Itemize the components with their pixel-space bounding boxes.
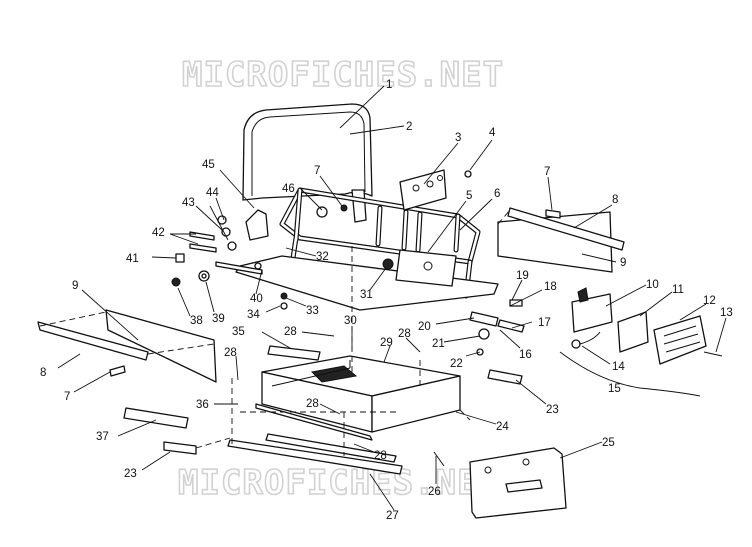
callout-16: 16 <box>519 349 532 361</box>
callout-12: 12 <box>703 295 716 307</box>
callout-28-c: 28 <box>224 347 237 359</box>
callout-28-b: 28 <box>398 328 411 340</box>
callout-14: 14 <box>612 361 625 373</box>
lower-rails <box>123 345 523 475</box>
callout-19: 19 <box>516 270 529 282</box>
callout-17: 17 <box>538 317 551 329</box>
right-side-panel <box>497 207 625 273</box>
callout-9-left: 9 <box>72 280 78 292</box>
tail-light-assembly <box>559 287 723 397</box>
left-side-panel <box>37 309 217 383</box>
callout-25: 25 <box>602 437 615 449</box>
callout-41: 41 <box>126 253 139 265</box>
callout-28-e: 28 <box>374 450 387 462</box>
callout-28-d: 28 <box>306 398 319 410</box>
callout-2: 2 <box>406 121 412 133</box>
assembly-guides <box>195 246 471 456</box>
callout-8-left: 8 <box>40 367 46 379</box>
callout-27: 27 <box>386 510 399 522</box>
callout-1: 1 <box>386 79 392 91</box>
mud-flap <box>433 447 567 519</box>
callout-23-right: 23 <box>546 404 559 416</box>
callout-10: 10 <box>646 279 659 291</box>
callout-4: 4 <box>489 127 496 139</box>
hardware-bolts <box>171 170 525 356</box>
rack-base-plate <box>235 249 499 311</box>
callout-5: 5 <box>466 190 472 202</box>
rack-frame <box>279 187 481 299</box>
callout-28-a: 28 <box>284 326 297 338</box>
callout-33: 33 <box>306 305 319 317</box>
callout-6: 6 <box>494 188 500 200</box>
callout-8-right: 8 <box>612 194 618 206</box>
callout-34: 34 <box>247 309 260 321</box>
leader-lines <box>57 85 727 511</box>
callout-7-top: 7 <box>314 165 320 177</box>
watermark-top: MICROFICHES.NET <box>182 55 504 95</box>
callout-31: 31 <box>360 289 373 301</box>
rack-bracket <box>399 169 447 211</box>
callout-35: 35 <box>232 326 245 338</box>
storage-box <box>255 355 461 441</box>
callout-46: 46 <box>282 183 295 195</box>
callout-labels: 1 2 3 4 45 7 46 5 6 7 8 44 43 42 41 9 32… <box>40 79 733 522</box>
backrest-pad <box>242 103 373 201</box>
callout-24: 24 <box>496 421 509 433</box>
callout-7-right: 7 <box>544 166 550 178</box>
callout-11: 11 <box>672 284 684 296</box>
callout-22: 22 <box>450 358 463 370</box>
callout-38: 38 <box>190 315 203 327</box>
callout-36: 36 <box>196 399 209 411</box>
callout-30: 30 <box>344 315 357 327</box>
callout-44: 44 <box>206 187 219 199</box>
callout-15: 15 <box>608 383 621 395</box>
callout-45: 45 <box>202 159 215 171</box>
callout-37: 37 <box>96 431 109 443</box>
callout-3: 3 <box>455 132 461 144</box>
callout-32: 32 <box>316 251 329 263</box>
callout-26: 26 <box>428 486 441 498</box>
callout-23-left: 23 <box>124 468 137 480</box>
callout-40: 40 <box>250 293 263 305</box>
callout-7-left: 7 <box>64 391 70 403</box>
callout-20: 20 <box>418 321 431 333</box>
callout-9-right: 9 <box>620 257 626 269</box>
callout-39: 39 <box>212 313 225 325</box>
callout-29: 29 <box>380 337 393 349</box>
callout-18: 18 <box>544 281 557 293</box>
callout-43: 43 <box>182 197 195 209</box>
watermark-bottom: MICROFICHES.NET <box>178 463 500 503</box>
callout-13: 13 <box>720 307 733 319</box>
callout-21: 21 <box>432 338 445 350</box>
callout-42: 42 <box>152 227 165 239</box>
